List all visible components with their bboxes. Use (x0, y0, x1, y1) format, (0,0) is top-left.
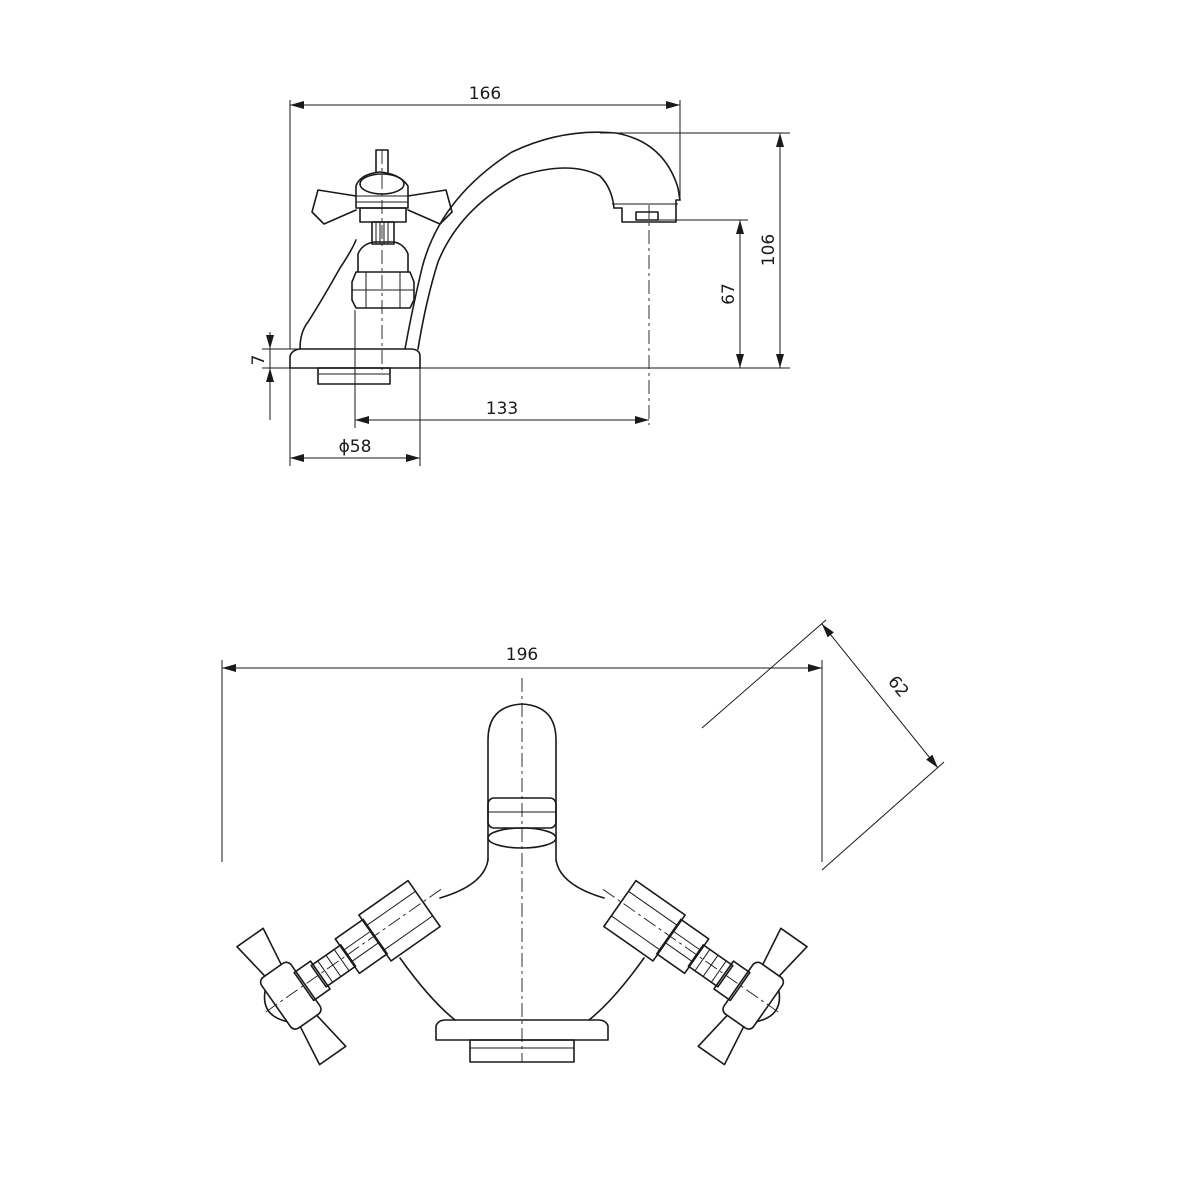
dim-overall-length: 166 (289, 84, 681, 349)
side-tap-body (289, 131, 681, 385)
dim-label-7: 7 (249, 355, 269, 366)
dim-base-diameter: ϕ58 (289, 368, 421, 466)
dim-spout-reach: 133 (354, 310, 649, 428)
dim-label-62: 62 (883, 672, 912, 701)
dim-label-67: 67 (719, 283, 739, 305)
front-right-valve (602, 879, 808, 1066)
dim-label-196: 196 (506, 645, 538, 665)
dim-overall-height: 106 (420, 132, 790, 369)
dim-handle-depth: 62 (701, 619, 945, 871)
dim-label-106: 106 (759, 234, 779, 266)
dim-label-133: 133 (486, 399, 518, 419)
dim-label-diameter-58: ϕ58 (339, 437, 372, 457)
front-view: 196 62 (221, 619, 945, 1066)
dim-spout-height: 67 (650, 219, 748, 368)
dim-base-thickness: 7 (249, 332, 300, 420)
side-view: 166 106 67 133 7 (249, 84, 790, 466)
front-left-valve (236, 879, 442, 1066)
dim-label-166: 166 (469, 84, 501, 104)
